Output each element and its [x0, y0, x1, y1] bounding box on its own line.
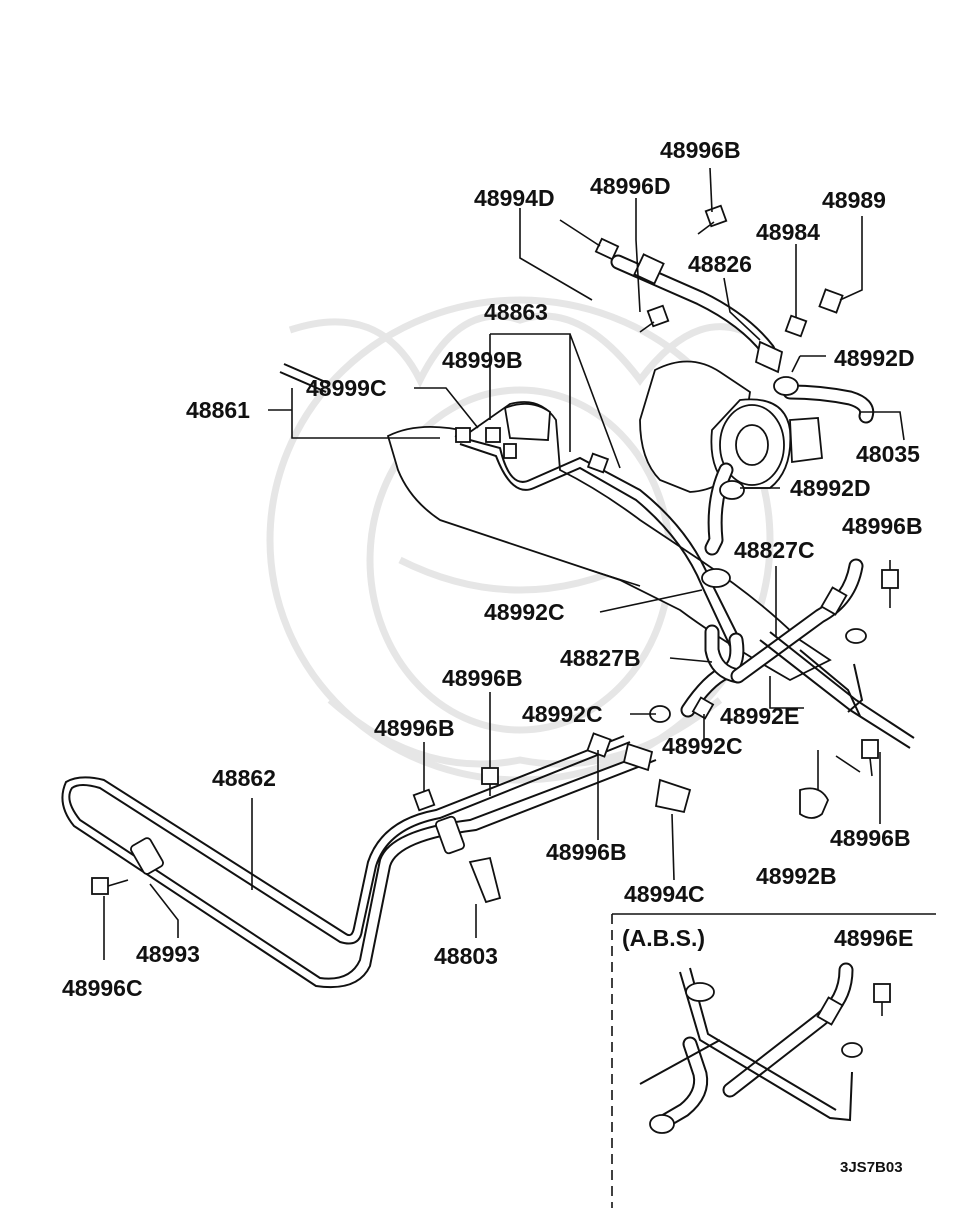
label-48992E: 48992E [720, 703, 799, 729]
label-48996D: 48996D [590, 173, 671, 199]
label-48992D-lower: 48992D [790, 475, 871, 501]
label-48996B-right: 48996B [842, 513, 923, 539]
label-48996B-top: 48996B [660, 137, 741, 163]
label-48862: 48862 [212, 765, 276, 791]
label-48996B-bottom-right: 48996B [830, 825, 911, 851]
label-48863: 48863 [484, 299, 548, 325]
label-48994D: 48994D [474, 185, 555, 211]
label-48992B: 48992B [756, 863, 837, 889]
label-48996E: 48996E [834, 925, 913, 951]
leader-lines [103, 167, 905, 960]
label-48861: 48861 [186, 397, 250, 423]
label-48999B: 48999B [442, 347, 523, 373]
pressure-hose [594, 237, 784, 374]
part-labels: 48996B 48996D 48994D 48989 48984 48826 4… [62, 137, 923, 1176]
label-48996B-mid: 48996B [442, 665, 523, 691]
pressure-tubes [279, 363, 741, 647]
label-48984: 48984 [756, 219, 820, 245]
bolts [91, 204, 899, 895]
label-48992C-mid: 48992C [522, 701, 603, 727]
label-48994C: 48994C [624, 881, 705, 907]
diagram-code: 3JS7B03 [840, 1159, 903, 1176]
label-48826: 48826 [688, 251, 752, 277]
oil-pump [639, 360, 823, 493]
label-48996C: 48996C [62, 975, 143, 1001]
label-48999C: 48999C [306, 375, 387, 401]
label-48993: 48993 [136, 941, 200, 967]
label-48827C: 48827C [734, 537, 815, 563]
abs-inset [611, 913, 936, 1208]
label-48803: 48803 [434, 943, 498, 969]
label-48035: 48035 [856, 441, 920, 467]
label-48996B-center: 48996B [546, 839, 627, 865]
suction-hose [704, 384, 875, 556]
label-48992C-upper: 48992C [484, 599, 565, 625]
label-abs: (A.B.S.) [622, 925, 705, 951]
label-48827B: 48827B [560, 645, 641, 671]
label-48989: 48989 [822, 187, 886, 213]
label-48992D-upper: 48992D [834, 345, 915, 371]
label-48992C-lower: 48992C [662, 733, 743, 759]
steering-gear-box [386, 401, 832, 682]
clamps [130, 376, 867, 904]
label-48996B-left: 48996B [374, 715, 455, 741]
